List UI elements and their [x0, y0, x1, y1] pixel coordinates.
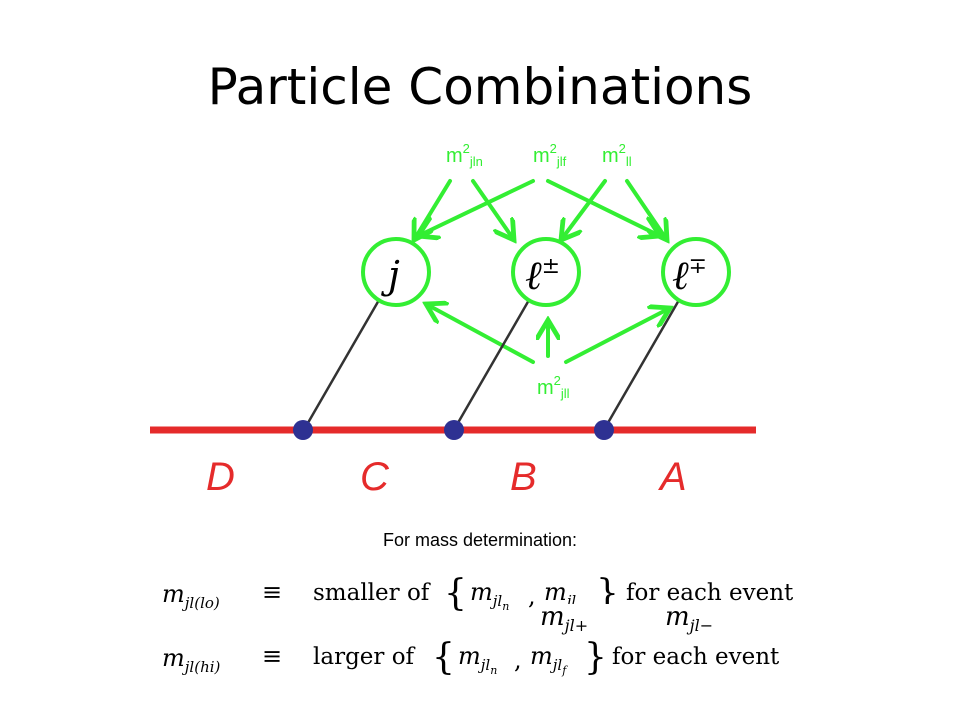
svg-text:,: ,	[528, 582, 536, 610]
label-m2-jll: m2jll	[537, 373, 570, 401]
svg-text:,: ,	[514, 646, 522, 674]
particle-l-mp: ℓ∓	[672, 253, 707, 299]
arrow-jlf-to-j	[418, 179, 535, 236]
leg-lpm	[453, 298, 531, 430]
formula-hi: mjl(hi) ≡ larger of { mjln , mjlf } for …	[162, 637, 780, 678]
particle-circle-j	[361, 237, 431, 307]
formula-lo: mjl(lo) ≡ smaller of { mjln , mjl } for …	[162, 573, 794, 614]
segment-B: B	[510, 455, 537, 499]
arrow-jll-to-lmp	[564, 308, 670, 364]
svg-text:mjln: mjln	[458, 642, 497, 677]
caption: For mass determination:	[382, 530, 578, 550]
arrow-ll-to-lmp	[625, 179, 667, 240]
label-m2-jlf: m2jlf	[533, 141, 567, 169]
svg-text:mjl(hi): mjl(hi)	[162, 644, 221, 676]
segment-A: A	[658, 455, 687, 499]
label-m2-jln: m2jln	[446, 141, 483, 169]
svg-text:mjln: mjln	[470, 578, 509, 613]
overlay-m-jl-minus: mjl−	[665, 602, 713, 635]
particle-l-pm: ℓ±	[525, 253, 560, 299]
svg-text:{: {	[432, 637, 455, 678]
svg-text:}: }	[596, 573, 619, 614]
particle-circle-lmp	[661, 237, 731, 307]
svg-text:≡: ≡	[262, 642, 282, 670]
svg-text:mjl(lo): mjl(lo)	[162, 580, 220, 612]
arrow-jln-to-lpm	[471, 179, 514, 240]
arrow-jll-to-j	[426, 304, 535, 364]
segment-D: D	[206, 455, 235, 499]
svg-text:smaller of: smaller of	[313, 580, 431, 606]
segment-C: C	[360, 455, 390, 499]
particle-circle-lpm	[511, 237, 581, 307]
svg-text:{: {	[444, 573, 467, 614]
arrow-ll-to-lpm	[561, 179, 607, 240]
label-m2-ll: m2ll	[602, 141, 632, 169]
slide-title: Particle Combinations	[207, 58, 753, 116]
svg-text:larger of: larger of	[313, 644, 416, 670]
svg-text:for each event: for each event	[612, 644, 780, 670]
arrow-jlf-to-lmp	[546, 179, 660, 236]
svg-text:}: }	[584, 637, 607, 678]
leg-lmp	[603, 298, 681, 430]
svg-text:mjlf: mjlf	[530, 642, 568, 677]
vertex-dc	[293, 420, 313, 440]
svg-text:≡: ≡	[262, 578, 282, 606]
overlay-m-jl-plus: mjl+	[540, 602, 588, 635]
leg-j	[303, 298, 381, 430]
vertex-ba	[594, 420, 614, 440]
svg-text:for each event: for each event	[626, 580, 794, 606]
vertex-cb	[444, 420, 464, 440]
